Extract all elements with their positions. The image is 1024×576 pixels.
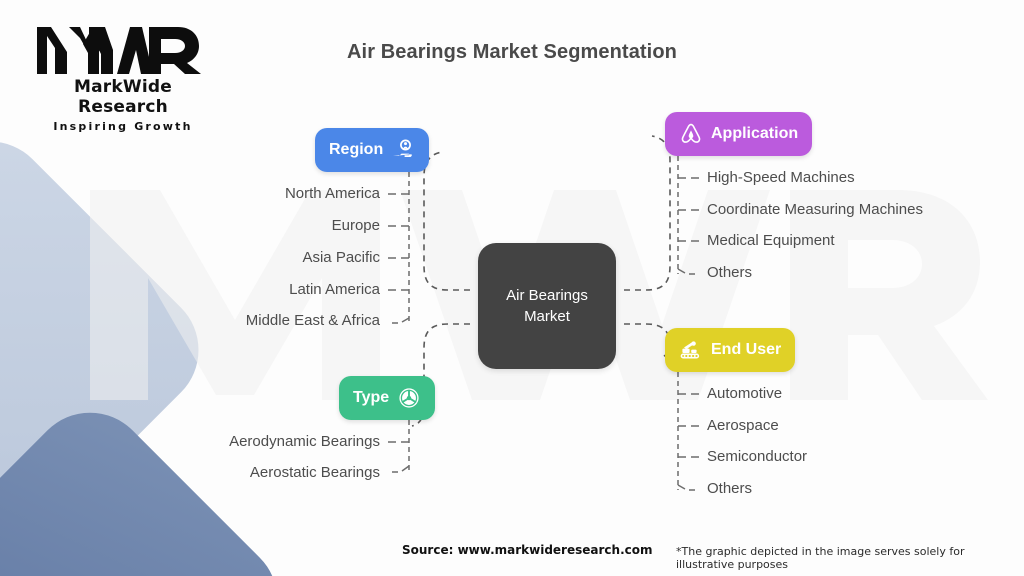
leaf-item: Aerodynamic Bearings <box>229 433 380 450</box>
logo-tagline: Inspiring Growth <box>53 120 193 133</box>
center-node[interactable]: Air Bearings Market <box>478 243 616 369</box>
leaf-item: High-Speed Machines <box>707 169 855 186</box>
branch-label-enduser: End User <box>711 341 782 358</box>
leaf-item: North America <box>284 185 380 202</box>
branch-label-application: Application <box>711 125 799 142</box>
leaf-item: Asia Pacific <box>302 249 380 266</box>
airbnb-belo-icon <box>681 123 701 143</box>
center-node-line1: Air Bearings <box>506 287 588 304</box>
branch-label-type: Type <box>353 389 390 406</box>
logo-company-name: MarkWide Research <box>74 77 172 117</box>
branch-badge-enduser[interactable]: End User <box>665 328 796 372</box>
hand-holding-person-icon <box>393 139 413 157</box>
center-node-line2: Market <box>524 308 570 325</box>
leaf-item: Semiconductor <box>707 448 808 465</box>
leaf-item: Coordinate Measuring Machines <box>707 201 923 218</box>
brand-logo: MarkWide Research Inspiring Growth <box>33 24 213 133</box>
disclaimer-label: *The graphic depicted in the image serve… <box>676 545 965 571</box>
source-label: Source: www.markwideresearch.com <box>402 543 653 557</box>
leaf-item: Aerostatic Bearings <box>249 464 380 481</box>
branch-badge-application[interactable]: Application <box>665 112 813 156</box>
tire-wheel-icon <box>399 388 419 408</box>
leaf-item: Middle East & Africa <box>245 312 380 329</box>
leaf-item: Latin America <box>289 281 380 298</box>
leaf-item: Others <box>707 480 753 497</box>
branch-label-region: Region <box>329 141 384 158</box>
branch-badge-region[interactable]: Region <box>315 128 430 172</box>
leaf-item: Others <box>707 264 753 281</box>
leaf-item: Automotive <box>707 385 783 402</box>
leaf-item: Aerospace <box>707 417 779 434</box>
leaf-item: Medical Equipment <box>707 232 835 249</box>
page-title: Air Bearings Market Segmentation <box>347 41 677 63</box>
leaf-item: Europe <box>331 217 380 234</box>
branch-badge-type[interactable]: Type <box>339 376 436 420</box>
mwr-monogram-icon <box>37 27 201 74</box>
excavator-icon <box>680 341 700 359</box>
